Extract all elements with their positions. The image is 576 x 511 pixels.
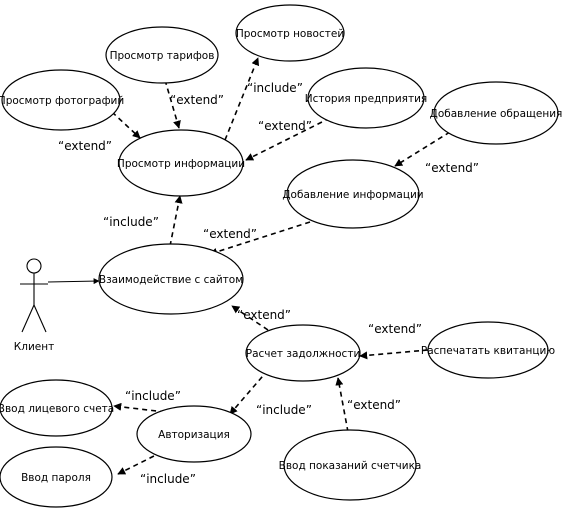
extend-debt-line: [231, 305, 269, 331]
include-view-info-label: “include”: [103, 215, 159, 229]
extend-photos-line: [111, 111, 141, 139]
use-case-label: История предприятия: [305, 93, 428, 105]
use-case-print-receipt[interactable]: Распечатать квитанцию: [421, 321, 555, 379]
include-password-label: “include”: [140, 472, 196, 486]
include-news-label: “include”: [247, 81, 303, 95]
use-case-label: Просмотр фотографий: [0, 95, 124, 107]
use-case-label: Просмотр информации: [117, 158, 245, 170]
actor-left-leg: [21, 304, 35, 333]
use-case-history[interactable]: История предприятия: [305, 67, 428, 129]
relationships: [47, 57, 451, 475]
use-case-password-input[interactable]: Ввод пароля: [0, 446, 113, 508]
use-case-view-info[interactable]: Просмотр информации: [117, 129, 245, 197]
include-authorization-line: [229, 369, 269, 415]
use-case-label: Добавление информации: [282, 189, 423, 201]
use-case-label: Просмотр тарифов: [110, 50, 215, 62]
extend-add-info-label: “extend”: [203, 227, 257, 241]
extend-add-request-line: [394, 131, 451, 167]
extend-print-receipt-line: [359, 349, 429, 360]
use-case-news[interactable]: Просмотр новостей: [235, 4, 345, 62]
relation-labels: “extend” “extend” “include” “extend” “ex…: [58, 81, 479, 486]
extend-print-receipt-label: “extend”: [368, 322, 422, 336]
use-case-account-input[interactable]: Ввод лицевого счета: [0, 379, 114, 437]
use-case-add-info[interactable]: Добавление информации: [282, 159, 424, 229]
use-case-label: Расчет задолжности: [246, 348, 361, 360]
include-password-line: [117, 451, 163, 475]
extend-history-label: “extend”: [258, 119, 312, 133]
extend-history-line: [245, 117, 331, 161]
extend-tariffs-label: “extend”: [170, 93, 224, 107]
use-case-interaction[interactable]: Взаимодействие с сайтом: [98, 243, 244, 315]
use-case-label: Добавление обращения: [430, 108, 563, 120]
actor-right-leg: [33, 304, 47, 333]
include-view-info-line: [169, 195, 183, 247]
include-authorization-label: “include”: [256, 403, 312, 417]
include-account-label: “include”: [125, 389, 181, 403]
actor-head: [26, 258, 42, 274]
use-case-tariffs[interactable]: Просмотр тарифов: [105, 26, 219, 84]
use-case-label: Ввод пароля: [21, 472, 91, 484]
use-case-authorization[interactable]: Авторизация: [136, 405, 252, 463]
use-case-add-request[interactable]: Добавление обращения: [430, 81, 563, 145]
use-case-label: Ввод показаний счетчика: [279, 460, 422, 472]
use-case-label: Взаимодействие с сайтом: [99, 274, 243, 286]
actor-label: Клиент: [14, 341, 54, 353]
use-cases: Просмотр фотографий Просмотр тарифов Про…: [0, 4, 563, 508]
use-case-photos[interactable]: Просмотр фотографий: [0, 69, 124, 131]
include-account-line: [113, 402, 166, 413]
use-case-meter-input[interactable]: Ввод показаний счетчика: [279, 429, 422, 501]
actor-client[interactable]: Клиент: [14, 258, 54, 353]
use-case-debt[interactable]: Расчет задолжности: [245, 324, 361, 382]
use-case-label: Авторизация: [158, 429, 230, 441]
use-case-label: Просмотр новостей: [236, 28, 344, 40]
use-case-label: Распечатать квитанцию: [421, 345, 555, 357]
use-case-label: Ввод лицевого счета: [0, 403, 114, 415]
include-news-line: [224, 57, 260, 141]
extend-photos-label: “extend”: [58, 139, 112, 153]
extend-meter-label: “extend”: [347, 398, 401, 412]
extend-add-request-label: “extend”: [425, 161, 479, 175]
actor-association-line: [47, 278, 100, 285]
extend-debt-label: “extend”: [237, 308, 291, 322]
extend-meter-line: [335, 377, 349, 433]
